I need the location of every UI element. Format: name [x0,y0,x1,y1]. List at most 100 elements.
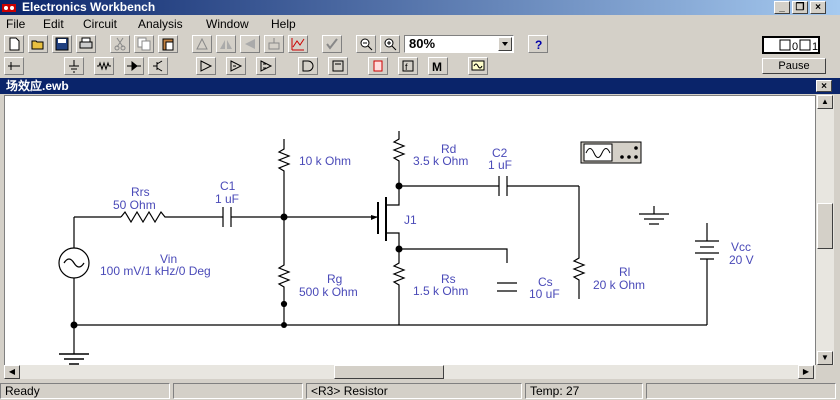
paste-icon [162,38,174,51]
save-icon [55,37,69,51]
subcircuit-button[interactable] [264,35,284,53]
document-close-button[interactable]: × [816,80,832,92]
transistor-icon [153,60,163,72]
zoom-in-icon [384,38,397,51]
pause-button[interactable]: Pause [762,58,826,74]
analog-ic-icon [200,60,213,72]
parts-sources-button[interactable] [64,57,84,75]
c2-value: 1 uF [488,158,512,172]
zoom-level-select[interactable]: 80% [404,35,514,53]
rotate-button[interactable] [192,35,212,53]
parts-favorites-button[interactable] [4,57,24,75]
rg-value: 500 k Ohm [299,285,358,299]
instruments-icon [471,60,485,71]
rrs-name: Rrs [131,185,150,199]
menu-edit[interactable]: Edit [43,17,64,31]
document-title-bar: 场效应.ewb × [0,78,840,94]
zoom-in-button[interactable] [380,35,400,53]
menu-file[interactable]: File [6,17,26,31]
zoom-out-icon [360,38,373,51]
status-extra-panel [646,383,836,399]
component-properties-button[interactable] [322,35,342,53]
status-selection: <R3> Resistor [306,383,522,399]
horizontal-scrollbar[interactable]: ◀ ▶ [4,365,816,379]
parts-indicators-button[interactable] [368,57,388,75]
c2-name: C2 [492,146,508,160]
c1-value: 1 uF [215,192,239,206]
r-top-value: 10 k Ohm [299,154,351,168]
parts-mixed-ic-button[interactable] [226,57,246,75]
rs-value: 1.5 k Ohm [413,284,468,298]
svg-text:?: ? [535,38,542,51]
rrs-value: 50 Ohm [113,198,156,212]
vertical-scroll-thumb[interactable] [817,203,833,249]
scroll-left-button[interactable]: ◀ [4,365,20,379]
controls-icon: f [402,60,414,72]
parts-miscellaneous-button[interactable]: M [428,57,448,75]
zoom-out-button[interactable] [356,35,376,53]
schematic-canvas[interactable]: Rrs 50 Ohm C1 1 uF Vin 100 mV/1 kHz/0 De… [4,95,816,367]
menu-analysis[interactable]: Analysis [138,17,183,31]
graph-button[interactable] [288,35,308,53]
rg-name: Rg [327,272,342,286]
scroll-down-button[interactable]: ▼ [817,351,833,365]
vertical-scrollbar[interactable]: ▲ ▼ [816,95,834,365]
favorites-bin-icon [8,62,20,70]
parts-diodes-button[interactable] [124,57,144,75]
c1-name: C1 [220,179,236,193]
parts-basic-button[interactable] [94,57,114,75]
parts-instruments-button[interactable] [468,57,488,75]
cut-button[interactable] [110,35,130,53]
status-empty-panel [173,383,303,399]
scroll-right-button[interactable]: ▶ [798,365,814,379]
rd-value: 3.5 k Ohm [413,154,468,168]
status-temperature: Temp: 27 [525,383,643,399]
app-logo-icon [2,4,16,12]
rd-name: Rd [441,142,456,156]
open-button[interactable] [28,35,48,53]
j1-name: J1 [404,213,417,227]
new-button[interactable] [4,35,24,53]
parts-digital-button[interactable] [328,57,348,75]
save-button[interactable] [52,35,72,53]
copy-icon [137,37,151,51]
mixed-ic-icon [230,60,243,72]
flip-horizontal-icon [220,40,232,49]
flip-horizontal-button[interactable] [216,35,236,53]
vin-name: Vin [160,252,177,266]
oscilloscope-instrument[interactable] [580,141,642,164]
scroll-up-button[interactable]: ▲ [817,95,833,109]
help-button[interactable]: ? [528,35,548,53]
menu-circuit[interactable]: Circuit [83,17,118,31]
help-icon: ? [535,38,542,51]
ac-source-vin[interactable] [58,247,90,279]
parts-logic-gates-button[interactable] [298,57,318,75]
copy-button[interactable] [134,35,154,53]
horizontal-scroll-thumb[interactable] [334,365,444,379]
minimize-button[interactable]: _ [774,1,790,14]
parts-digital-ic-button[interactable] [256,57,276,75]
main-toolbar: 80% ? [0,34,840,55]
flip-vertical-icon [245,39,255,49]
close-button[interactable]: × [810,1,826,14]
parts-transistors-button[interactable] [148,57,168,75]
flip-vertical-button[interactable] [240,35,260,53]
subcircuit-icon [268,38,280,50]
menu-bar: File Edit Circuit Analysis Window Help [0,15,840,33]
svg-text:f: f [405,62,408,72]
title-bar: Electronics Workbench [0,0,840,15]
parts-analog-ic-button[interactable] [196,57,216,75]
vin-value: 100 mV/1 kHz/0 Deg [100,264,211,278]
menu-window[interactable]: Window [206,17,249,31]
chevron-down-icon[interactable] [498,37,512,51]
menu-help[interactable]: Help [271,17,296,31]
parts-controls-button[interactable]: f [398,57,418,75]
restore-button[interactable]: ❐ [792,1,808,14]
svg-text:1: 1 [812,41,818,52]
indicator-icon [373,60,383,72]
new-file-icon [9,37,20,51]
paste-button[interactable] [158,35,178,53]
logic-gate-icon [302,60,314,72]
print-button[interactable] [76,35,96,53]
